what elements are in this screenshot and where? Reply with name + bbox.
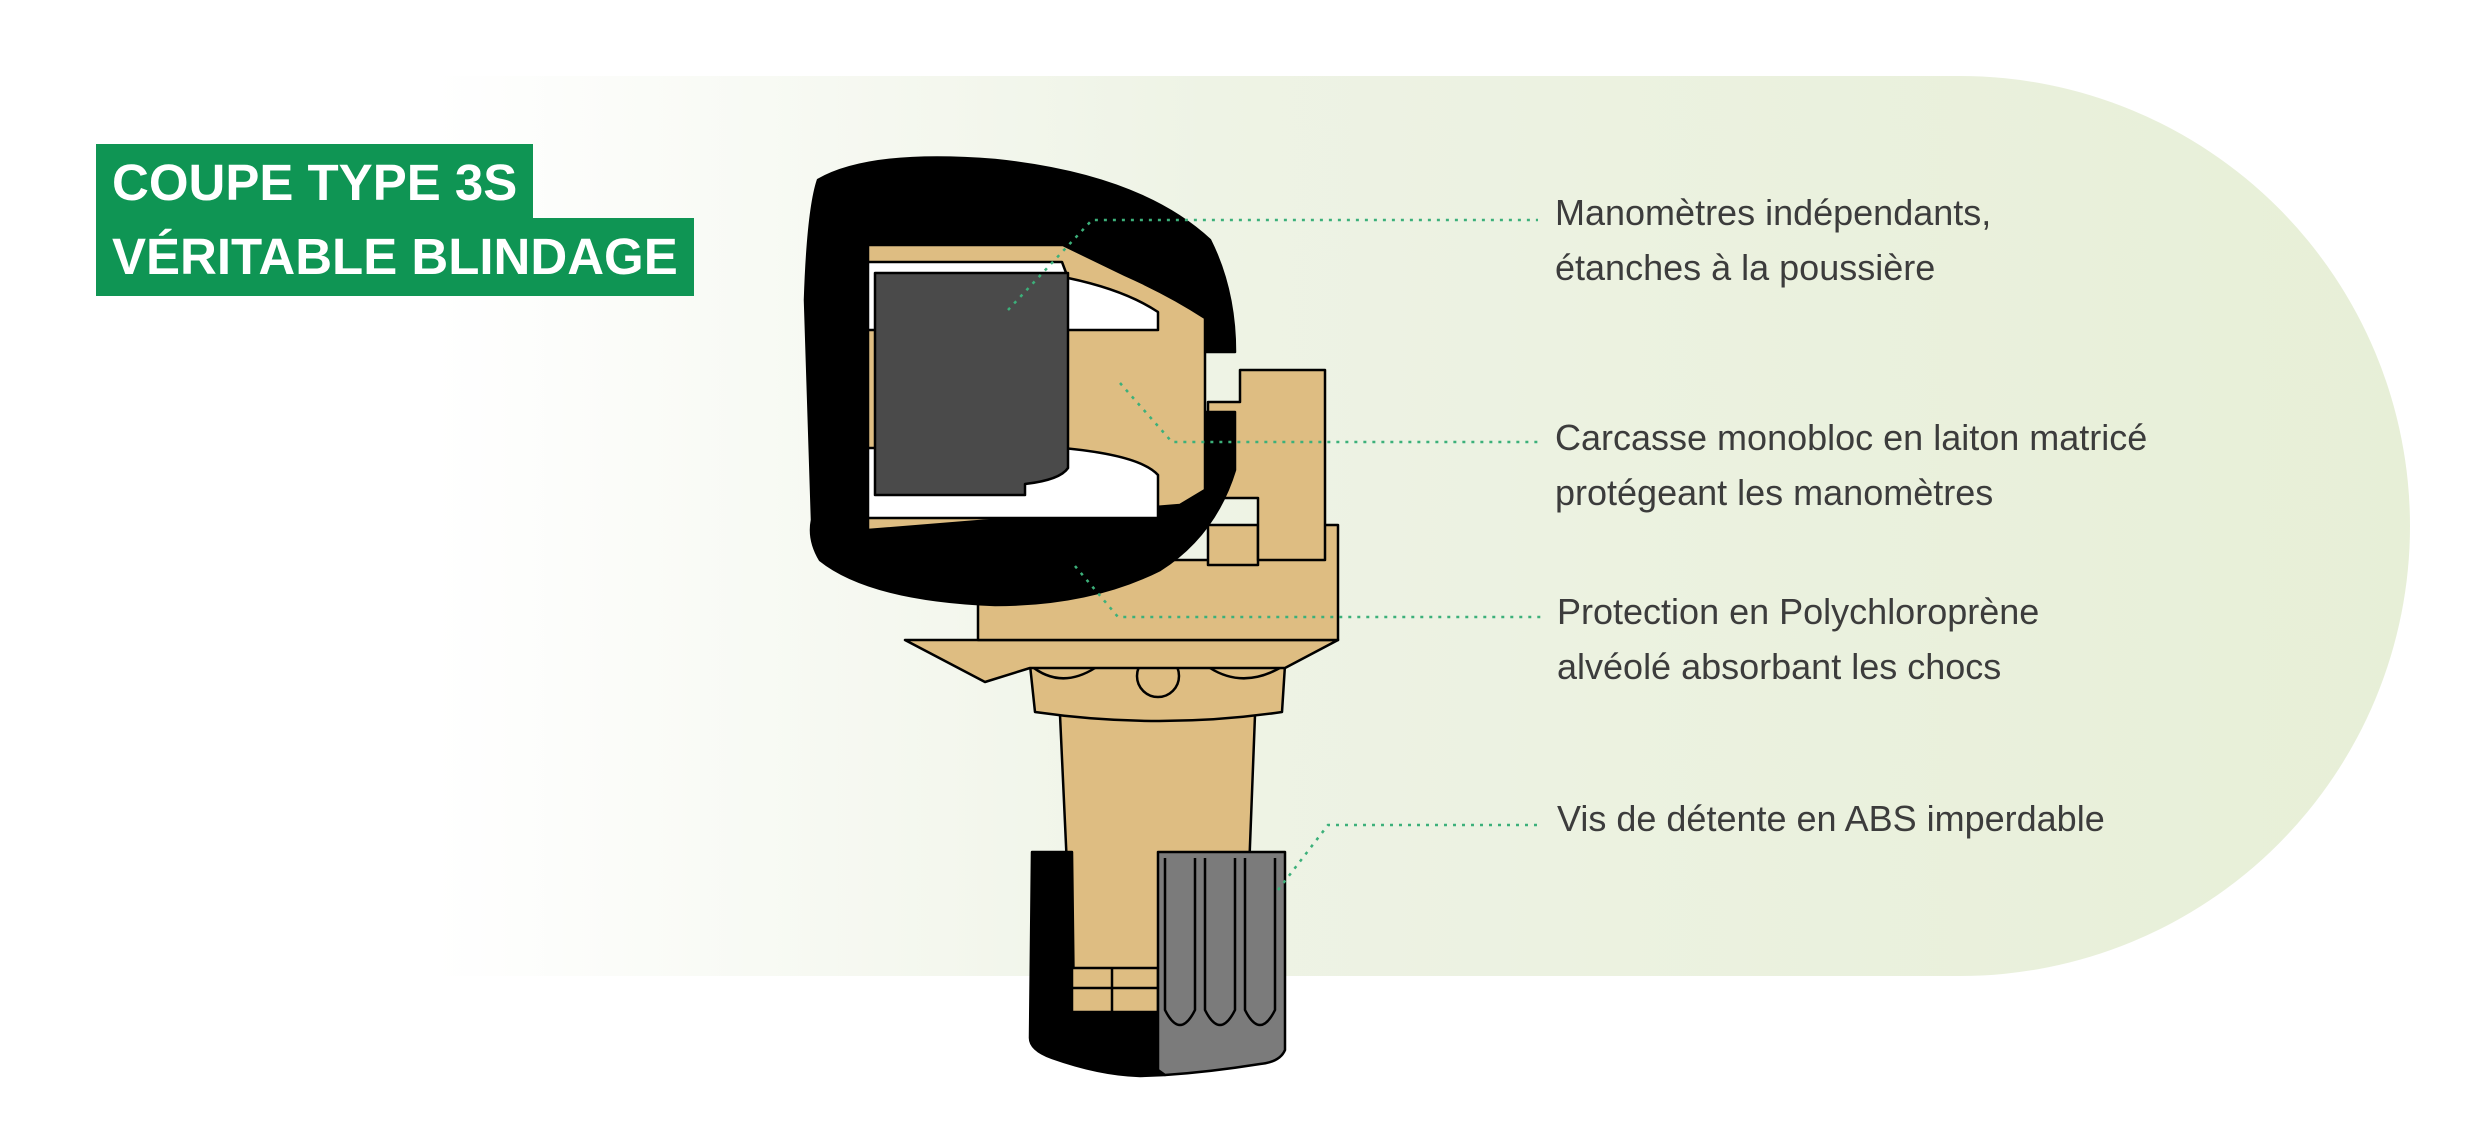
title-line-2: VÉRITABLE BLINDAGE (96, 218, 694, 296)
callout-screw-line-1: Vis de détente en ABS imperdable (1557, 798, 2105, 839)
callout-protection: Protection en Polychloroprène alvéolé ab… (1557, 584, 2039, 694)
callout-gauges-line-1: Manomètres indépendants, (1555, 192, 1992, 233)
callout-protection-line-1: Protection en Polychloroprène (1557, 591, 2040, 632)
screw-rib (1243, 858, 1277, 1027)
callout-gauges: Manomètres indépendants, étanches à la p… (1555, 185, 1991, 295)
screw-rib (1163, 858, 1197, 1027)
regulator-illustration (803, 156, 1340, 1078)
screw-rib (1203, 858, 1237, 1027)
callout-carcass: Carcasse monobloc en laiton matricé prot… (1555, 410, 2147, 520)
leader-line-screw (1277, 823, 1538, 891)
brass-base-detail (1070, 966, 1160, 1014)
rubber-base (1028, 850, 1167, 1078)
callout-carcass-line-1: Carcasse monobloc en laiton matricé (1555, 417, 2148, 458)
callout-protection-line-2: alvéolé absorbant les chocs (1557, 646, 2002, 687)
gauge-face (873, 271, 1070, 497)
callout-screw: Vis de détente en ABS imperdable (1557, 791, 2105, 846)
callout-carcass-line-2: protégeant les manomètres (1555, 472, 1994, 513)
title-line-1: COUPE TYPE 3S (96, 144, 534, 220)
callout-gauges-line-2: étanches à la poussière (1555, 247, 1936, 288)
leader-lines (1007, 218, 1542, 891)
screw-knob (1156, 850, 1287, 1077)
